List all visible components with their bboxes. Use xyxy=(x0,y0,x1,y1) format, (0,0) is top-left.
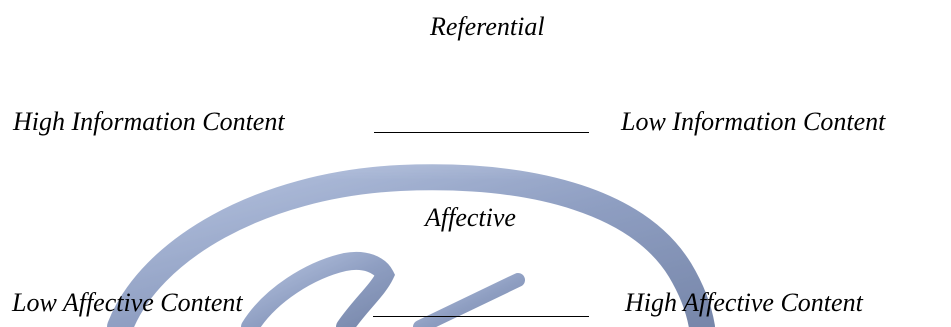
high-affective-label: High Affective Content xyxy=(625,288,863,317)
low-information-label: Low Information Content xyxy=(621,107,886,136)
low-affective-label: Low Affective Content xyxy=(12,288,243,317)
high-information-label: High Information Content xyxy=(13,107,285,136)
affective-scale-line xyxy=(373,316,589,317)
affective-heading: Affective xyxy=(425,203,516,232)
referential-heading: Referential xyxy=(430,12,545,41)
referential-scale-line xyxy=(374,132,589,133)
